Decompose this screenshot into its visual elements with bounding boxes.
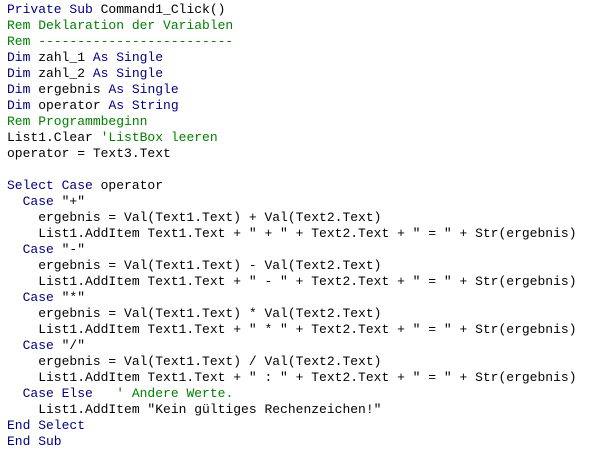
keyword-token: As Single bbox=[108, 82, 179, 97]
keyword-token: Case bbox=[22, 290, 62, 305]
keyword-token: Dim bbox=[7, 66, 39, 81]
code-token: operator bbox=[100, 178, 164, 193]
keyword-token: Case bbox=[22, 338, 62, 353]
code-line[interactable]: Rem ------------------------- bbox=[7, 34, 604, 50]
comment-token: 'ListBox leeren bbox=[100, 130, 218, 145]
code-line[interactable]: End Select bbox=[7, 418, 604, 434]
keyword-token: As Single bbox=[92, 66, 164, 81]
code-token: operator bbox=[38, 98, 109, 113]
code-line[interactable]: Dim zahl_2 As Single bbox=[7, 66, 604, 82]
code-token: operator = Text3.Text bbox=[7, 146, 171, 161]
code-token: "-" bbox=[61, 242, 86, 257]
code-token: Command1_Click() bbox=[100, 2, 226, 17]
keyword-token: End Sub bbox=[7, 434, 62, 449]
code-line[interactable]: ergebnis = Val(Text1.Text) + Val(Text2.T… bbox=[7, 210, 604, 226]
code-token: List1.AddItem "Kein gültiges Rechenzeich… bbox=[7, 402, 382, 417]
code-line[interactable]: List1.AddItem Text1.Text + " + " + Text2… bbox=[7, 226, 604, 242]
code-line[interactable]: List1.AddItem Text1.Text + " * " + Text2… bbox=[7, 322, 604, 338]
code-line[interactable]: Private Sub Command1_Click() bbox=[7, 2, 604, 18]
code-token: ergebnis bbox=[38, 82, 109, 97]
keyword-token: As Single bbox=[92, 50, 164, 65]
keyword-token: Dim bbox=[7, 98, 39, 113]
code-token bbox=[7, 194, 23, 209]
code-line[interactable]: Case Else ' Andere Werte. bbox=[7, 386, 604, 402]
code-line[interactable]: Rem Deklaration der Variablen bbox=[7, 18, 604, 34]
code-line[interactable]: List1.AddItem "Kein gültiges Rechenzeich… bbox=[7, 402, 604, 418]
code-line[interactable]: End Sub bbox=[7, 434, 604, 450]
code-line[interactable]: Select Case operator bbox=[7, 178, 604, 194]
code-token: "/" bbox=[61, 338, 86, 353]
code-line[interactable]: Dim ergebnis As Single bbox=[7, 82, 604, 98]
code-line[interactable]: ergebnis = Val(Text1.Text) / Val(Text2.T… bbox=[7, 354, 604, 370]
keyword-token: As String bbox=[108, 98, 179, 113]
keyword-token: Case bbox=[22, 242, 62, 257]
code-token: zahl_2 bbox=[38, 66, 93, 81]
code-line[interactable]: List1.AddItem Text1.Text + " : " + Text2… bbox=[7, 370, 604, 386]
code-line[interactable]: Case "+" bbox=[7, 194, 604, 210]
code-line[interactable]: Rem Programmbeginn bbox=[7, 114, 604, 130]
keyword-token: Case Else bbox=[22, 386, 93, 401]
code-token bbox=[7, 338, 23, 353]
code-token bbox=[7, 242, 23, 257]
code-line[interactable]: ergebnis = Val(Text1.Text) * Val(Text2.T… bbox=[7, 306, 604, 322]
comment-token: ' Andere Werte. bbox=[92, 386, 234, 401]
code-line[interactable]: Case "/" bbox=[7, 338, 604, 354]
code-line[interactable]: ergebnis = Val(Text1.Text) - Val(Text2.T… bbox=[7, 258, 604, 274]
code-token: List1.AddItem Text1.Text + " + " + Text2… bbox=[7, 226, 577, 241]
comment-token: Rem ------------------------- bbox=[7, 34, 234, 49]
comment-token: Rem Programmbeginn bbox=[7, 114, 148, 129]
code-token bbox=[7, 290, 23, 305]
keyword-token: Dim bbox=[7, 82, 39, 97]
code-token: ergebnis = Val(Text1.Text) + Val(Text2.T… bbox=[7, 210, 382, 225]
comment-token: Rem Deklaration der Variablen bbox=[7, 18, 234, 33]
code-token: List1.AddItem Text1.Text + " : " + Text2… bbox=[7, 370, 577, 385]
code-token: List1.AddItem Text1.Text + " - " + Text2… bbox=[7, 274, 577, 289]
code-token: ergebnis = Val(Text1.Text) * Val(Text2.T… bbox=[7, 306, 382, 321]
keyword-token: Case bbox=[22, 194, 62, 209]
code-token: List1.Clear bbox=[7, 130, 101, 145]
code-token: zahl_1 bbox=[38, 50, 93, 65]
code-token: ergebnis = Val(Text1.Text) / Val(Text2.T… bbox=[7, 354, 382, 369]
code-token: ergebnis = Val(Text1.Text) - Val(Text2.T… bbox=[7, 258, 382, 273]
code-line[interactable]: List1.AddItem Text1.Text + " - " + Text2… bbox=[7, 274, 604, 290]
code-line[interactable]: operator = Text3.Text bbox=[7, 146, 604, 162]
code-token: List1.AddItem Text1.Text + " * " + Text2… bbox=[7, 322, 577, 337]
keyword-token: End Select bbox=[7, 418, 86, 433]
code-line[interactable]: Dim zahl_1 As Single bbox=[7, 50, 604, 66]
code-token: "+" bbox=[61, 194, 86, 209]
code-line[interactable]: Case "-" bbox=[7, 242, 604, 258]
code-token bbox=[7, 386, 23, 401]
code-line[interactable]: Case "*" bbox=[7, 290, 604, 306]
keyword-token: Private Sub bbox=[7, 2, 101, 17]
keyword-token: Select Case bbox=[7, 178, 101, 193]
code-line[interactable]: Dim operator As String bbox=[7, 98, 604, 114]
keyword-token: Dim bbox=[7, 50, 39, 65]
code-line[interactable]: List1.Clear 'ListBox leeren bbox=[7, 130, 604, 146]
code-line[interactable] bbox=[7, 162, 604, 178]
code-token: "*" bbox=[61, 290, 86, 305]
